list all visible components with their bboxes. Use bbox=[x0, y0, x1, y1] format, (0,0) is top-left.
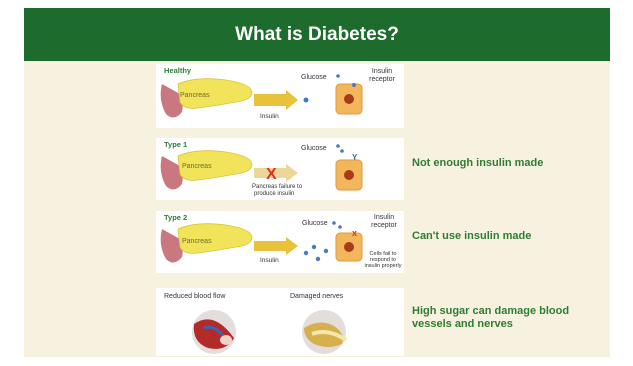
insulin-molecule bbox=[304, 251, 308, 255]
healthy-illustration: Healthy Pancreas Insulin Glucose Insulin… bbox=[156, 64, 404, 128]
glucose-label: Glucose bbox=[301, 145, 327, 152]
cell-nucleus bbox=[344, 94, 354, 104]
glucose-label: Glucose bbox=[302, 220, 328, 227]
type2-caption: Can't use insulin made bbox=[412, 230, 602, 243]
insulin-molecule bbox=[304, 98, 309, 103]
type-label: Type 2 bbox=[164, 213, 187, 222]
blood-flow-label: Reduced blood flow bbox=[164, 293, 226, 300]
glucose-dot bbox=[336, 74, 340, 78]
panel-type2: Type 2 Pancreas Insulin Glucose x Insuli… bbox=[156, 211, 404, 273]
header-banner: What is Diabetes? bbox=[24, 8, 610, 61]
insulin-arrow bbox=[254, 237, 298, 255]
complications-illustration: Reduced blood flow Damaged nerves bbox=[156, 288, 404, 356]
panel-healthy: Healthy Pancreas Insulin Glucose Insulin… bbox=[156, 64, 404, 128]
insulin-molecule bbox=[316, 257, 320, 261]
receptor-mark: Y bbox=[352, 153, 358, 162]
pancreas-label: Pancreas bbox=[182, 238, 212, 245]
nerves-label: Damaged nerves bbox=[290, 293, 344, 300]
pancreas-label: Pancreas bbox=[182, 163, 212, 170]
cell-nucleus bbox=[344, 242, 354, 252]
type2-illustration: Type 2 Pancreas Insulin Glucose x Insuli… bbox=[156, 211, 404, 273]
insulin-arrow bbox=[254, 90, 298, 110]
pancreas-label: Pancreas bbox=[180, 92, 210, 99]
arrow-label: Insulin bbox=[260, 257, 279, 264]
panel-complications: Reduced blood flow Damaged nerves bbox=[156, 288, 404, 356]
glucose-dot bbox=[340, 149, 344, 153]
glucose-label: Glucose bbox=[301, 74, 327, 81]
type-label: Type 1 bbox=[164, 140, 187, 149]
type1-caption: Not enough insulin made bbox=[412, 157, 602, 170]
glucose-dot bbox=[332, 221, 336, 225]
glucose-dot bbox=[336, 144, 340, 148]
x-mark: x bbox=[352, 228, 357, 238]
x-mark: X bbox=[266, 166, 277, 183]
vessel-opening bbox=[220, 335, 232, 345]
cell-nucleus bbox=[344, 170, 354, 180]
insulin-molecule bbox=[312, 245, 316, 249]
insulin-molecule bbox=[324, 249, 328, 253]
page-title: What is Diabetes? bbox=[24, 8, 610, 61]
glucose-dot bbox=[338, 225, 342, 229]
type-label: Healthy bbox=[164, 66, 192, 75]
complications-caption: High sugar can damage blood vessels and … bbox=[412, 305, 602, 331]
arrow-label: Insulin bbox=[260, 113, 279, 120]
receptor-mark bbox=[352, 83, 356, 87]
